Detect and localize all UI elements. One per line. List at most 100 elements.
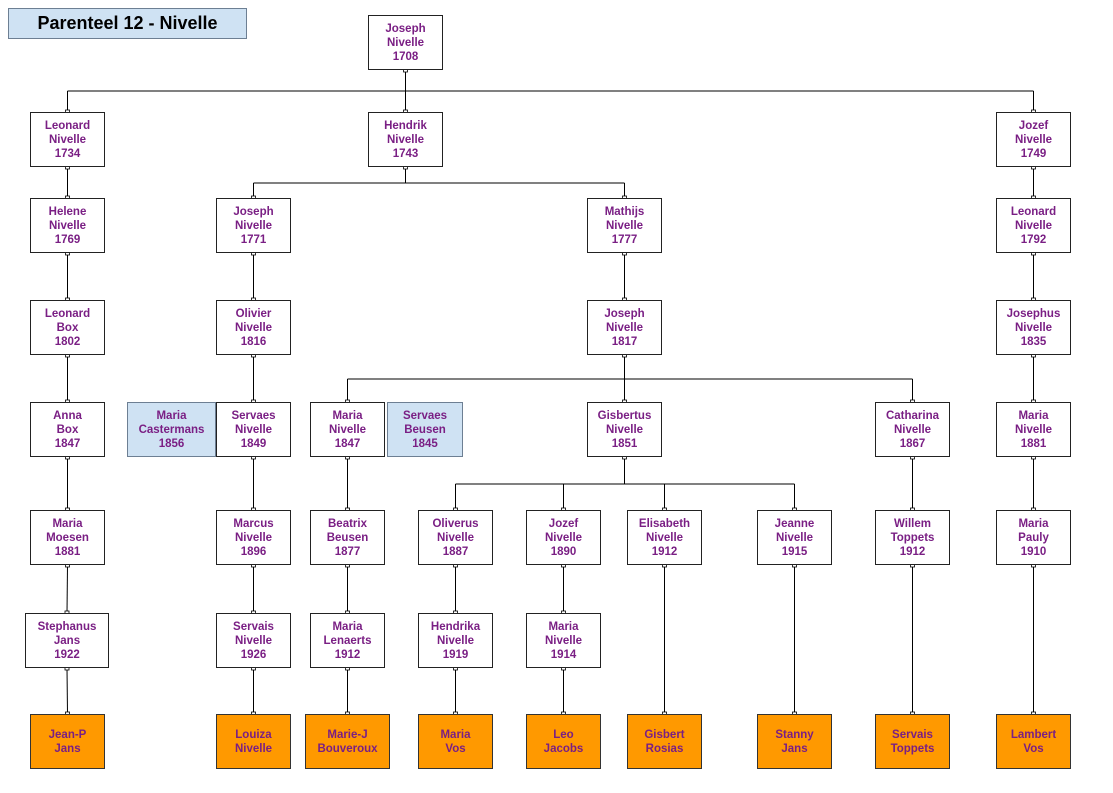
- person-first-name: Marie-J: [327, 728, 368, 741]
- person-last-name: Nivelle: [605, 423, 644, 436]
- person-first-name: Anna: [53, 409, 82, 422]
- person-first-name: Maria: [1018, 409, 1049, 422]
- person-last-name: Moesen: [46, 531, 89, 544]
- person-birth-year: 1912: [899, 545, 926, 558]
- person-last-name: Bouveroux: [317, 742, 378, 755]
- connector-line: [66, 564, 68, 614]
- person-last-name: Nivelle: [328, 423, 367, 436]
- person-last-name: Nivelle: [1014, 219, 1053, 232]
- person-first-name: Joseph: [385, 22, 426, 35]
- person-birth-year: 1743: [392, 147, 419, 160]
- person-first-name: Olivier: [235, 307, 272, 320]
- person-birth-year: 1867: [899, 437, 926, 450]
- person-first-name: Mathijs: [604, 205, 645, 218]
- person-birth-year: 1890: [550, 545, 577, 558]
- person-last-name: Pauly: [1018, 531, 1049, 544]
- person-last-name: Nivelle: [386, 36, 425, 49]
- person-first-name: Maria: [548, 620, 579, 633]
- person-first-name: Catharina: [885, 409, 940, 422]
- person-birth-year: 1792: [1020, 233, 1047, 246]
- person-birth-year: 1887: [442, 545, 469, 558]
- person-first-name: Leonard: [44, 119, 91, 132]
- person-last-name: Nivelle: [386, 133, 425, 146]
- person-birth-year: 1926: [240, 648, 267, 661]
- person-first-name: Josephus: [1006, 307, 1061, 320]
- person-birth-year: 1922: [54, 648, 80, 661]
- person-first-name: Joseph: [604, 307, 645, 320]
- person-birth-year: 1771: [240, 233, 267, 246]
- person-birth-year: 1851: [611, 437, 638, 450]
- person-last-name: Nivelle: [436, 634, 475, 647]
- person-last-name: Box: [56, 321, 79, 334]
- person-first-name: Maria: [52, 517, 83, 530]
- person-first-name: Jeanne: [774, 517, 815, 530]
- person-last-name: Nivelle: [605, 321, 644, 334]
- person-first-name: Maria: [156, 409, 187, 422]
- person-last-name: Nivelle: [544, 531, 583, 544]
- person-first-name: Beatrix: [328, 517, 367, 530]
- person-birth-year: 1802: [54, 335, 81, 348]
- person-birth-year: 1835: [1020, 335, 1047, 348]
- person-birth-year: 1777: [611, 233, 638, 246]
- person-birth-year: 1749: [1020, 147, 1047, 160]
- person-last-name: Lenaerts: [323, 634, 372, 647]
- person-first-name: Lambert: [1010, 728, 1057, 741]
- person-last-name: Nivelle: [645, 531, 684, 544]
- person-last-name: Vos: [445, 742, 466, 755]
- person-first-name: Servais: [892, 728, 933, 741]
- person-first-name: Servais: [233, 620, 274, 633]
- person-last-name: Nivelle: [436, 531, 475, 544]
- person-first-name: Jozef: [548, 517, 579, 530]
- person-last-name: Nivelle: [234, 321, 273, 334]
- person-last-name: Nivelle: [234, 531, 273, 544]
- person-birth-year: 1734: [54, 147, 81, 160]
- person-last-name: Nivelle: [1014, 321, 1053, 334]
- diagram-title: Parenteel 12 - Nivelle: [8, 8, 247, 39]
- person-first-name: Servaes: [402, 409, 448, 422]
- person-first-name: Gisbertus: [597, 409, 652, 422]
- person-last-name: Nivelle: [775, 531, 814, 544]
- person-birth-year: 1849: [240, 437, 267, 450]
- person-last-name: Castermans: [138, 423, 205, 436]
- person-birth-year: 1915: [781, 545, 808, 558]
- person-first-name: Maria: [332, 620, 363, 633]
- person-first-name: Helene: [48, 205, 87, 218]
- person-birth-year: 1912: [334, 648, 361, 661]
- person-last-name: Toppets: [890, 531, 935, 544]
- person-last-name: Beusen: [404, 423, 446, 436]
- person-first-name: Jozef: [1018, 119, 1049, 132]
- person-last-name: Nivelle: [234, 219, 273, 232]
- person-birth-year: 1919: [442, 648, 469, 661]
- person-first-name: Hendrika: [430, 620, 481, 633]
- person-birth-year: 1877: [334, 545, 361, 558]
- person-first-name: Marcus: [233, 517, 274, 530]
- person-birth-year: 1910: [1020, 545, 1047, 558]
